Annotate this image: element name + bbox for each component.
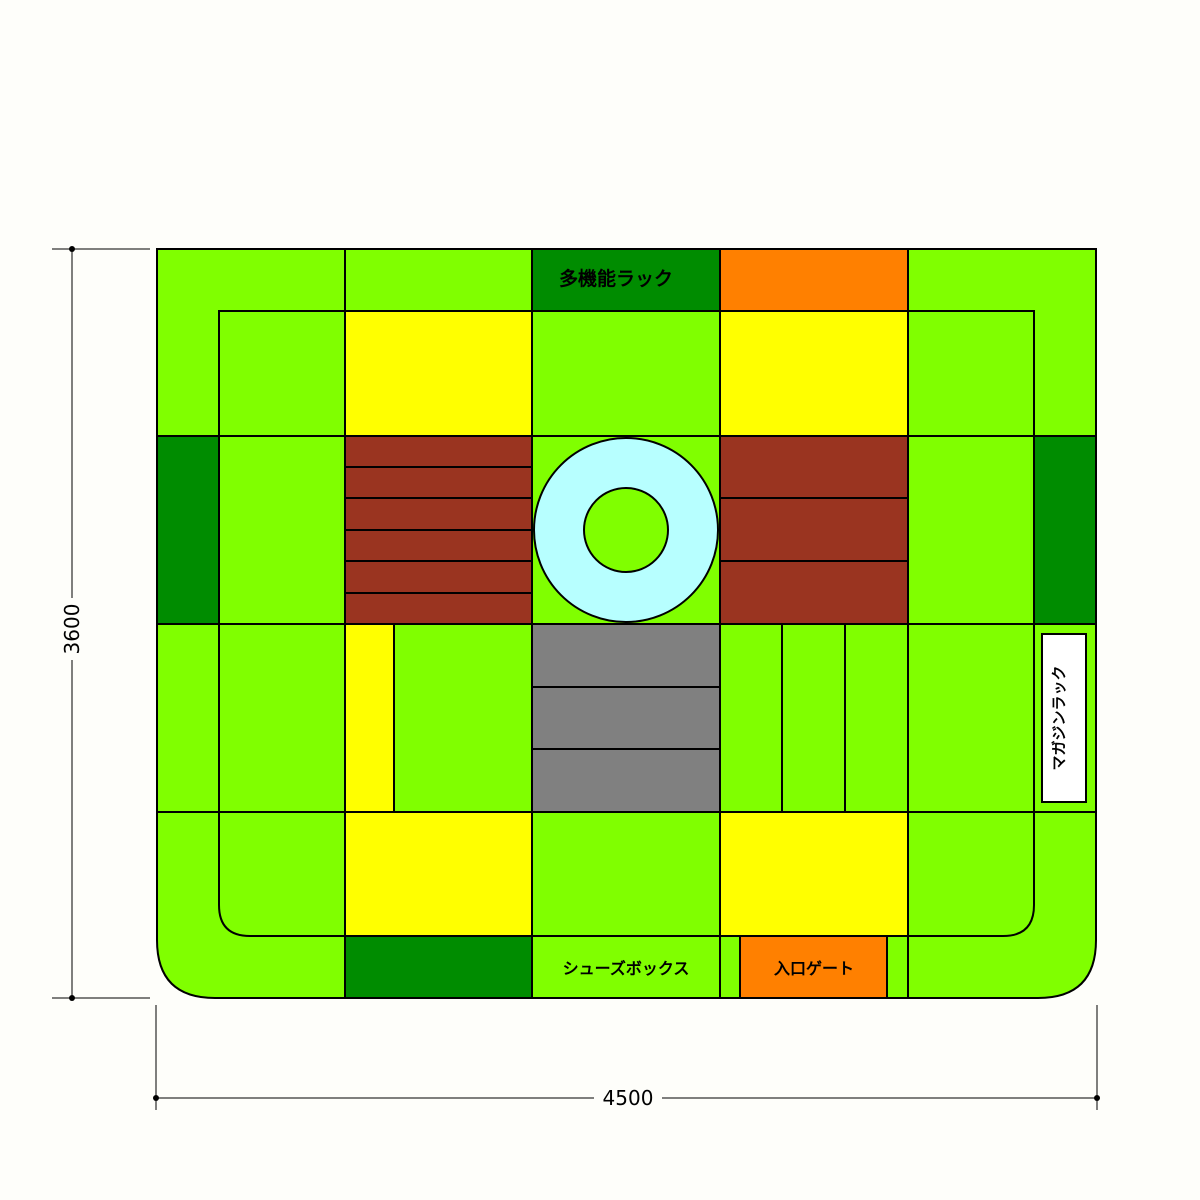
orange-top-block — [719, 248, 909, 312]
width-dim-dot-right — [1094, 1095, 1100, 1101]
donut-inner — [583, 487, 669, 573]
width-dimension-label: 4500 — [603, 1086, 654, 1110]
brown-block-left — [344, 435, 533, 625]
yellow-block-bottom-right — [719, 811, 909, 937]
yellow-block-top-left — [344, 310, 533, 437]
height-dimension — [52, 248, 150, 999]
magazine-rack-label: マガジンラック — [1050, 665, 1068, 770]
brown-block-right — [719, 435, 909, 625]
dark-green-left-block — [156, 435, 220, 625]
height-dim-dot-bottom — [69, 995, 75, 1001]
height-dimension-label: 3600 — [60, 604, 84, 655]
dark-green-bottom-block — [344, 935, 533, 999]
yellow-block-bottom-left — [344, 811, 533, 937]
yellow-block-top-right — [719, 310, 909, 437]
dark-green-right-block — [1033, 435, 1097, 625]
yellow-narrow-block — [344, 623, 395, 813]
width-dim-dot-left — [153, 1095, 159, 1101]
entrance-gate-label: 入口ゲート — [774, 959, 854, 978]
grid-lines — [157, 249, 1096, 998]
gray-block — [531, 623, 721, 813]
width-dimension — [155, 1005, 1098, 1110]
height-dim-dot-top — [69, 246, 75, 252]
entrance-gate-block — [739, 935, 888, 999]
inner-track-loop — [218, 310, 1035, 937]
multi-rack-label: 多機能ラック — [559, 267, 673, 290]
magazine-rack-block — [1041, 633, 1087, 803]
shoe-box-label: シューズボックス — [563, 959, 690, 978]
